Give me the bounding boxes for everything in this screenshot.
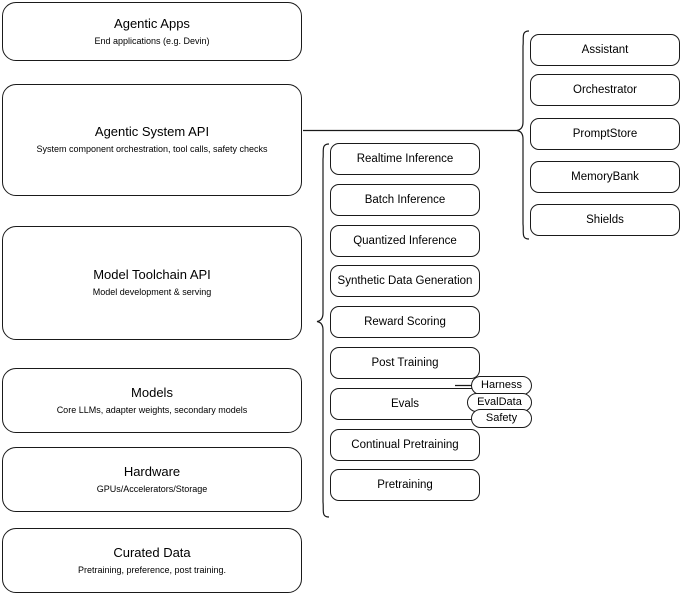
component-label: Quantized Inference — [353, 235, 457, 247]
component-box-realtime-inference[interactable]: Realtime Inference — [330, 143, 480, 175]
component-label: Shields — [586, 214, 624, 226]
component-label: MemoryBank — [571, 171, 639, 183]
layer-box-hardware[interactable]: Hardware GPUs/Accelerators/Storage — [2, 447, 302, 512]
badge-label: EvalData — [477, 396, 522, 408]
component-box-assistant[interactable]: Assistant — [530, 34, 680, 66]
layer-title: Agentic System API — [94, 124, 210, 139]
component-label: Reward Scoring — [364, 316, 446, 328]
component-box-promptstore[interactable]: PromptStore — [530, 118, 680, 150]
component-label: Realtime Inference — [356, 153, 454, 165]
layer-subtitle: System component orchestration, tool cal… — [36, 144, 268, 154]
layer-box-curated-data[interactable]: Curated Data Pretraining, preference, po… — [2, 528, 302, 593]
badge-safety[interactable]: Safety — [471, 409, 532, 428]
component-box-continual-pretraining[interactable]: Continual Pretraining — [330, 429, 480, 461]
component-label: Evals — [390, 398, 420, 410]
component-box-post-training[interactable]: Post Training — [330, 347, 480, 379]
component-label: Continual Pretraining — [351, 439, 459, 451]
layer-box-models[interactable]: Models Core LLMs, adapter weights, secon… — [2, 368, 302, 433]
layer-title: Models — [131, 384, 173, 400]
badge-label: Safety — [485, 412, 518, 424]
layer-title: Model Toolchain API — [93, 267, 211, 282]
component-box-orchestrator[interactable]: Orchestrator — [530, 74, 680, 106]
component-box-quantized-inference[interactable]: Quantized Inference — [330, 225, 480, 257]
component-box-pretraining[interactable]: Pretraining — [330, 469, 480, 501]
component-label: Assistant — [581, 44, 629, 56]
badge-evaldata[interactable]: EvalData — [467, 393, 532, 412]
component-box-memorybank[interactable]: MemoryBank — [530, 161, 680, 193]
component-box-shields[interactable]: Shields — [530, 204, 680, 236]
brace-toolchain-components — [316, 143, 330, 518]
component-label: Orchestrator — [573, 84, 637, 96]
layer-subtitle: End applications (e.g. Devin) — [94, 35, 210, 46]
component-box-batch-inference[interactable]: Batch Inference — [330, 184, 480, 216]
component-box-reward-scoring[interactable]: Reward Scoring — [330, 306, 480, 338]
layer-box-agentic-system-api[interactable]: Agentic System API System component orch… — [2, 84, 302, 196]
badge-label: Harness — [481, 379, 522, 391]
component-box-synthetic-data-generation[interactable]: Synthetic Data Generation — [330, 265, 480, 297]
component-label: PromptStore — [572, 128, 638, 140]
component-label: Synthetic Data Generation — [337, 275, 473, 287]
component-label: Post Training — [371, 357, 439, 369]
layer-box-model-toolchain-api[interactable]: Model Toolchain API Model development & … — [2, 226, 302, 340]
layer-title: Curated Data — [113, 544, 191, 560]
layer-title: Hardware — [123, 463, 181, 479]
component-label: Pretraining — [377, 479, 433, 491]
layer-subtitle: GPUs/Accelerators/Storage — [96, 483, 208, 494]
layer-title: Agentic Apps — [114, 15, 190, 31]
layer-subtitle: Core LLMs, adapter weights, secondary mo… — [56, 404, 248, 415]
layer-box-agentic-apps[interactable]: Agentic Apps End applications (e.g. Devi… — [2, 2, 302, 61]
component-box-evals[interactable]: Evals — [330, 388, 480, 420]
layer-subtitle: Pretraining, preference, post training. — [77, 564, 227, 575]
brace-agentic-components — [516, 30, 530, 240]
layer-subtitle: Model development & serving — [92, 287, 212, 297]
component-label: Batch Inference — [364, 194, 446, 206]
